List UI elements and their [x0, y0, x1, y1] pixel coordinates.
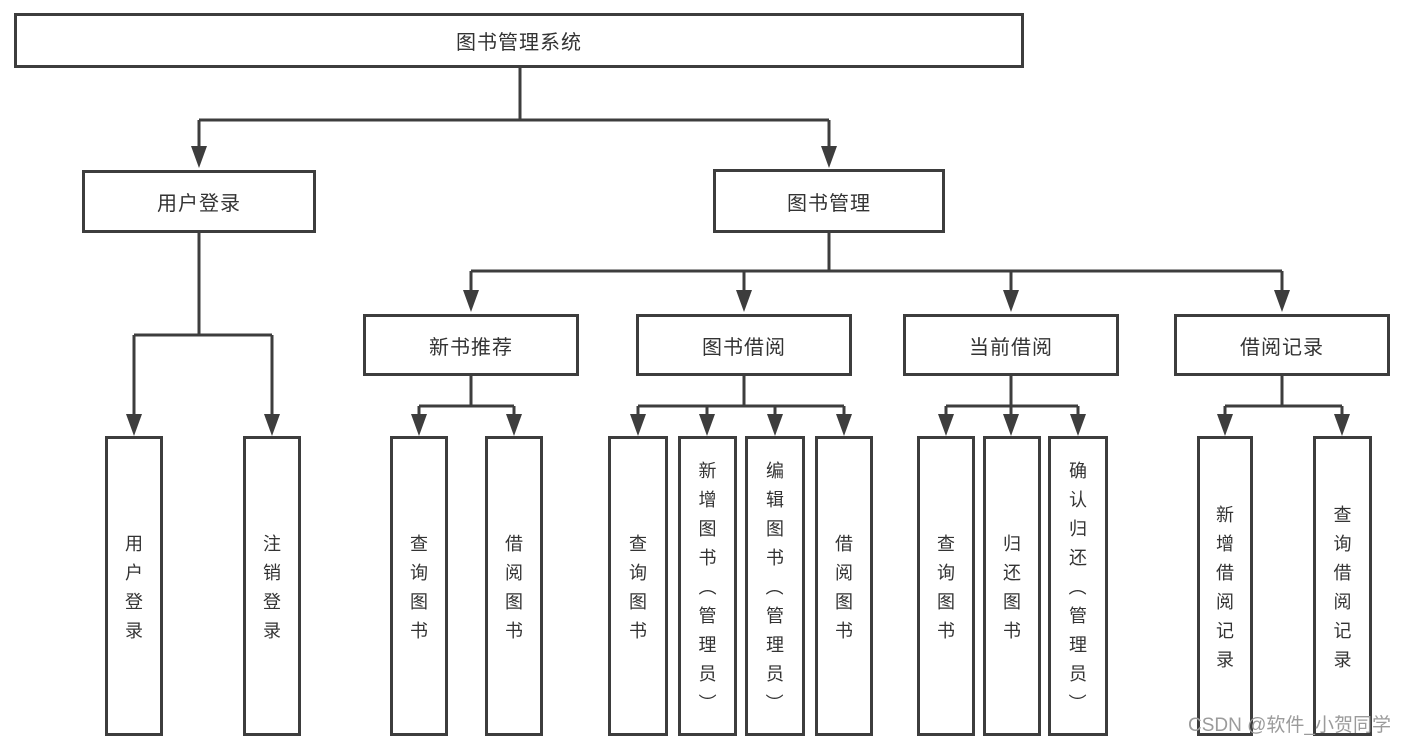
leaf-borrow-books-recommend: 借阅图书	[485, 436, 543, 736]
leaf-edit-book-admin: 编辑图书（管理员）	[745, 436, 805, 736]
node-new-book-recommend: 新书推荐	[363, 314, 579, 376]
node-book-borrowing: 图书借阅	[636, 314, 852, 376]
node-user-login: 用户登录	[82, 170, 316, 233]
leaf-query-books-borrowing: 查询图书	[608, 436, 668, 736]
leaf-confirm-return-admin: 确认归还（管理员）	[1048, 436, 1108, 736]
leaf-query-books-current: 查询图书	[917, 436, 975, 736]
node-library-system: 图书管理系统	[14, 13, 1024, 68]
leaf-borrow-books-borrowing: 借阅图书	[815, 436, 873, 736]
leaf-add-borrow-record: 新增借阅记录	[1197, 436, 1253, 736]
leaf-query-borrow-record: 查询借阅记录	[1313, 436, 1372, 736]
leaf-user-login: 用户登录	[105, 436, 163, 736]
watermark-text: CSDN @软件_小贺同学	[1188, 715, 1391, 736]
node-borrowing-records: 借阅记录	[1174, 314, 1390, 376]
leaf-query-books-recommend: 查询图书	[390, 436, 448, 736]
node-book-management: 图书管理	[713, 169, 945, 233]
node-current-borrowing: 当前借阅	[903, 314, 1119, 376]
leaf-add-book-admin: 新增图书（管理员）	[678, 436, 737, 736]
leaf-return-book: 归还图书	[983, 436, 1041, 736]
leaf-logout: 注销登录	[243, 436, 301, 736]
